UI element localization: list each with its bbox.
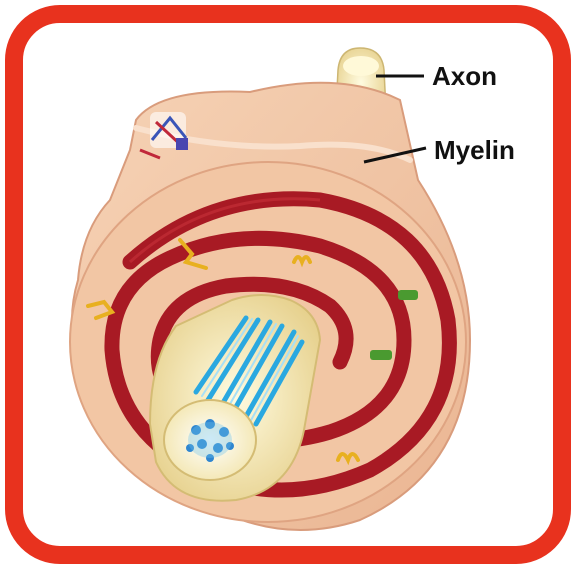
label-axon: Axon <box>432 63 497 89</box>
label-myelin: Myelin <box>434 137 515 163</box>
